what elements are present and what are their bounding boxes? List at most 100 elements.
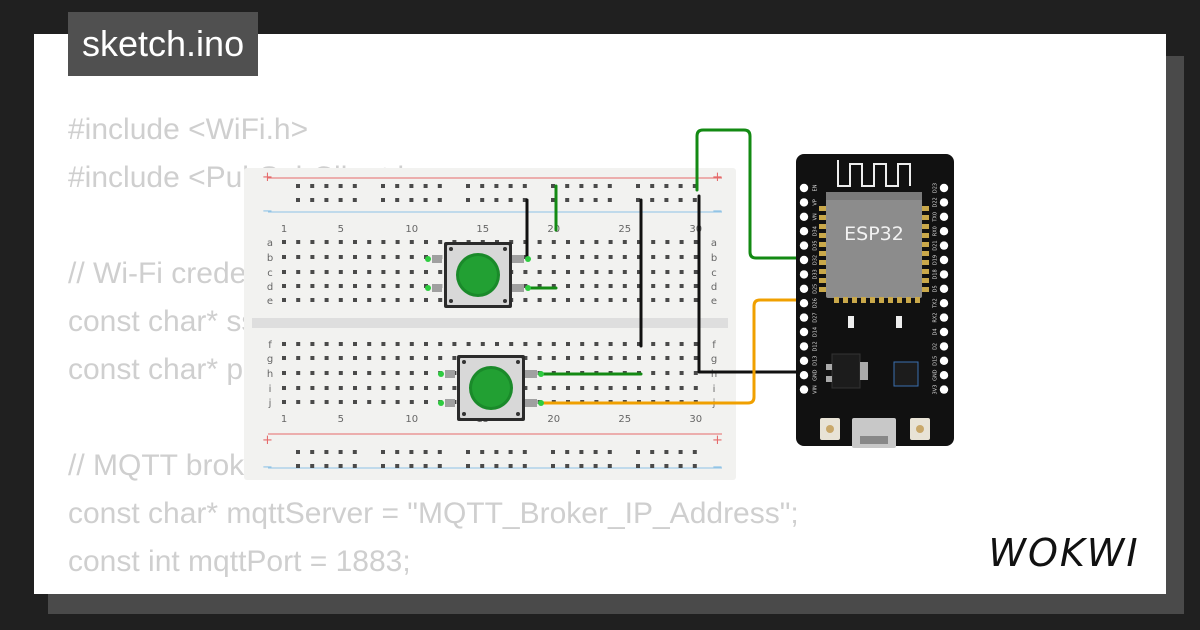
bb-hole bbox=[367, 356, 372, 360]
esp32-pin[interactable] bbox=[799, 212, 809, 221]
bb-hole bbox=[395, 342, 400, 346]
bb-hole bbox=[566, 270, 570, 274]
bb-hole bbox=[608, 342, 613, 346]
bb-rail-hole bbox=[352, 450, 357, 454]
esp32-pin[interactable] bbox=[939, 327, 949, 337]
bb-rail-hole bbox=[494, 464, 499, 468]
esp32-pin[interactable] bbox=[799, 270, 809, 279]
bb-hole bbox=[651, 342, 656, 346]
pin-dot bbox=[438, 400, 444, 406]
en-button-cap bbox=[826, 425, 834, 433]
bb-row-letter: i bbox=[713, 384, 716, 395]
regulator-pin bbox=[826, 376, 832, 382]
bb-rail-hole bbox=[480, 184, 485, 188]
esp32-pin[interactable] bbox=[799, 342, 809, 351]
bb-rail-hole bbox=[565, 464, 570, 468]
voltage-regulator bbox=[831, 353, 861, 389]
bb-hole bbox=[594, 284, 599, 288]
bb-hole bbox=[296, 255, 301, 259]
bb-rail-hole bbox=[352, 198, 357, 202]
bb-hole bbox=[693, 255, 698, 259]
esp32-board[interactable]: ESP32 ENVPVND34D35D32D33D25D26D27D14D12D… bbox=[796, 154, 954, 448]
module-pad bbox=[922, 260, 929, 265]
bb-rail-hole bbox=[423, 184, 428, 188]
esp32-pin[interactable] bbox=[939, 385, 949, 394]
esp32-pin[interactable] bbox=[939, 313, 949, 322]
bb-hole bbox=[693, 386, 698, 390]
bb-rail-hole bbox=[395, 450, 400, 454]
module-pad bbox=[922, 233, 929, 238]
push-button-top[interactable] bbox=[432, 242, 524, 308]
wokwi-logo-text: WOKWI bbox=[988, 531, 1139, 575]
bb-hole bbox=[310, 371, 315, 375]
esp32-pin[interactable] bbox=[799, 313, 809, 322]
bb-rail-hole bbox=[296, 198, 300, 202]
bb-hole bbox=[665, 356, 670, 360]
esp32-pin[interactable] bbox=[939, 342, 949, 351]
bb-hole bbox=[395, 298, 400, 302]
bb-hole bbox=[381, 342, 386, 346]
bb-hole bbox=[637, 284, 641, 288]
bb-rail-hole bbox=[692, 198, 697, 202]
bb-hole bbox=[367, 255, 372, 259]
regulator-tab bbox=[860, 362, 868, 380]
esp32-pin-label: D35 bbox=[813, 240, 819, 250]
esp32-pin[interactable] bbox=[799, 227, 809, 236]
bb-hole bbox=[523, 284, 528, 288]
bb-row-letter: f bbox=[712, 340, 716, 351]
bb-hole bbox=[537, 386, 542, 390]
esp32-pin[interactable] bbox=[939, 356, 949, 365]
esp32-pin[interactable] bbox=[799, 385, 809, 394]
bb-hole bbox=[608, 284, 613, 288]
esp32-pin[interactable] bbox=[799, 356, 809, 365]
bb-hole bbox=[580, 356, 585, 360]
esp32-pin[interactable] bbox=[939, 241, 949, 250]
bb-hole bbox=[367, 342, 372, 346]
esp32-pin[interactable] bbox=[939, 299, 949, 308]
esp32-pin[interactable] bbox=[799, 241, 809, 250]
esp32-pin[interactable] bbox=[939, 371, 949, 380]
esp32-pin[interactable] bbox=[939, 212, 949, 221]
push-button-bottom[interactable] bbox=[445, 355, 537, 421]
bb-rail-hole bbox=[522, 464, 527, 468]
pin-dot bbox=[538, 400, 544, 406]
esp32-pin[interactable] bbox=[939, 255, 949, 265]
bb-hole bbox=[310, 270, 315, 274]
bb-hole bbox=[296, 386, 301, 390]
esp32-pin[interactable] bbox=[799, 371, 809, 380]
esp32-pin[interactable] bbox=[799, 198, 809, 207]
esp32-pin[interactable] bbox=[939, 183, 949, 193]
bb-row-letter: g bbox=[711, 354, 717, 365]
bb-hole bbox=[353, 270, 357, 274]
bb-rail-hole bbox=[437, 464, 442, 468]
bb-hole bbox=[537, 270, 542, 274]
bb-hole bbox=[608, 356, 613, 360]
esp32-pin[interactable] bbox=[939, 284, 949, 293]
esp32-pin[interactable] bbox=[939, 198, 949, 207]
esp32-pin[interactable] bbox=[799, 327, 809, 337]
esp32-pin[interactable] bbox=[939, 227, 949, 236]
bb-hole bbox=[523, 255, 528, 259]
bb-rail-hole bbox=[551, 198, 555, 202]
bb-rail-hole bbox=[579, 198, 584, 202]
bb-hole bbox=[424, 240, 428, 244]
esp32-pin-label: TX2 bbox=[933, 298, 939, 309]
esp32-pin[interactable] bbox=[939, 270, 949, 279]
bb-rail-hole bbox=[296, 450, 300, 454]
esp32-pin-label: VP bbox=[813, 199, 819, 205]
button-leg bbox=[432, 284, 442, 292]
bb-hole bbox=[651, 284, 656, 288]
regulator-pin bbox=[826, 364, 832, 370]
bb-rail-hole bbox=[338, 198, 343, 202]
bb-rail-hole bbox=[508, 464, 513, 468]
esp32-pin[interactable] bbox=[799, 255, 809, 265]
esp32-pin[interactable] bbox=[799, 299, 809, 308]
bb-hole bbox=[409, 371, 414, 375]
bb-hole bbox=[637, 255, 641, 259]
esp32-pin[interactable] bbox=[799, 284, 809, 293]
esp32-pin[interactable] bbox=[799, 183, 809, 193]
bb-hole bbox=[608, 270, 613, 274]
bb-hole bbox=[679, 270, 684, 274]
bb-hole bbox=[594, 356, 599, 360]
bb-hole bbox=[523, 240, 528, 244]
